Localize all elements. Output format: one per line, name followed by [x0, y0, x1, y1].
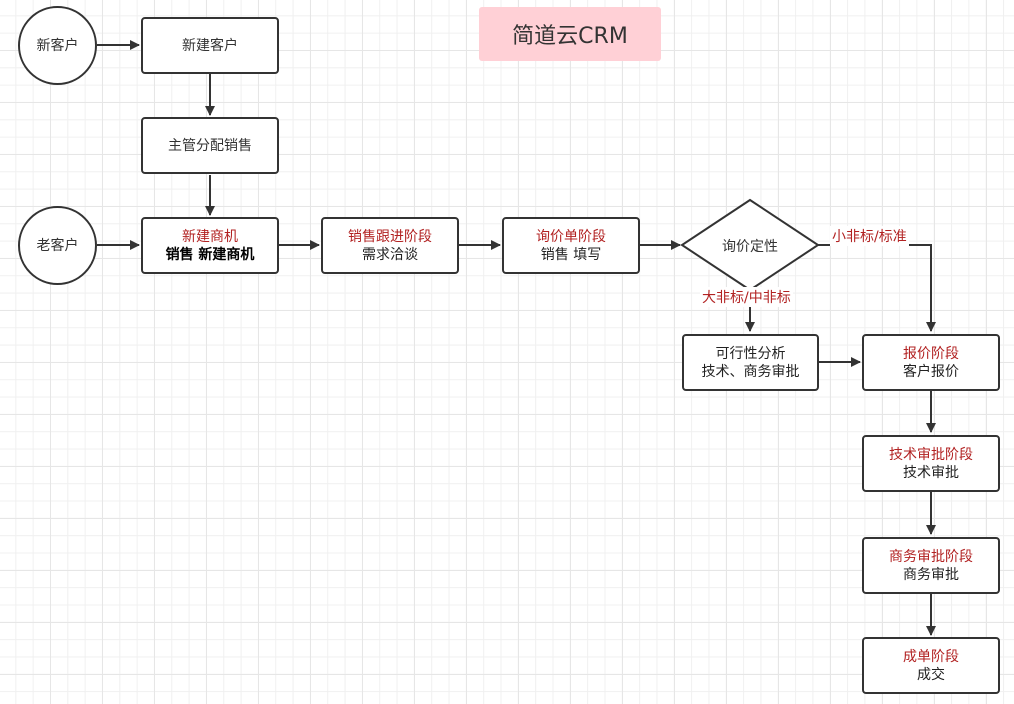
node-feasibility[interactable]: 可行性分析 技术、商务审批 [682, 334, 819, 391]
node-tech-approval[interactable]: 技术审批阶段 技术审批 [862, 435, 1000, 492]
diagram-title: 简道云CRM [479, 7, 661, 61]
node-assign-sales[interactable]: 主管分配销售 [141, 117, 279, 174]
node-inquiry[interactable]: 询价单阶段 销售 填写 [502, 217, 640, 274]
node-create-customer[interactable]: 新建客户 [141, 17, 279, 74]
node-title: 可行性分析 [715, 345, 786, 362]
node-new-opportunity[interactable]: 新建商机 销售 新建商机 [141, 217, 279, 274]
node-sub: 销售 填写 [540, 246, 602, 263]
node-sub: 成交 [917, 666, 945, 683]
edge-decision-to-quote [818, 244, 936, 332]
node-sub: 商务审批 [903, 566, 959, 583]
node-deal[interactable]: 成单阶段 成交 [862, 637, 1000, 694]
edge-label-small-standard: 小非标/标准 [830, 226, 909, 246]
node-title: 商务审批阶段 [889, 548, 973, 565]
node-title: 询价单阶段 [536, 228, 606, 245]
node-title: 成单阶段 [903, 648, 959, 665]
node-title: 报价阶段 [903, 345, 959, 362]
node-quote[interactable]: 报价阶段 客户报价 [862, 334, 1000, 391]
node-title: 新建商机 [182, 228, 238, 245]
node-label: 新建客户 [182, 37, 238, 54]
node-old-customer[interactable]: 老客户 [18, 206, 97, 285]
node-sub: 需求洽谈 [362, 246, 418, 263]
node-sub: 技术、商务审批 [701, 363, 800, 380]
node-title: 销售跟进阶段 [348, 228, 432, 245]
node-title: 技术审批阶段 [889, 446, 973, 463]
node-label: 主管分配销售 [168, 137, 252, 154]
node-sub: 客户报价 [903, 363, 959, 380]
node-new-customer[interactable]: 新客户 [18, 6, 97, 85]
decision-label: 询价定性 [722, 239, 778, 255]
node-biz-approval[interactable]: 商务审批阶段 商务审批 [862, 537, 1000, 594]
title-text: 简道云CRM [512, 24, 628, 49]
node-sub: 技术审批 [903, 464, 959, 481]
node-sub: 销售 新建商机 [165, 246, 255, 263]
node-sales-follow[interactable]: 销售跟进阶段 需求洽谈 [321, 217, 459, 274]
node-label: 老客户 [36, 237, 79, 254]
edge-label-large-medium: 大非标/中非标 [700, 287, 793, 307]
node-label: 新客户 [36, 37, 79, 54]
